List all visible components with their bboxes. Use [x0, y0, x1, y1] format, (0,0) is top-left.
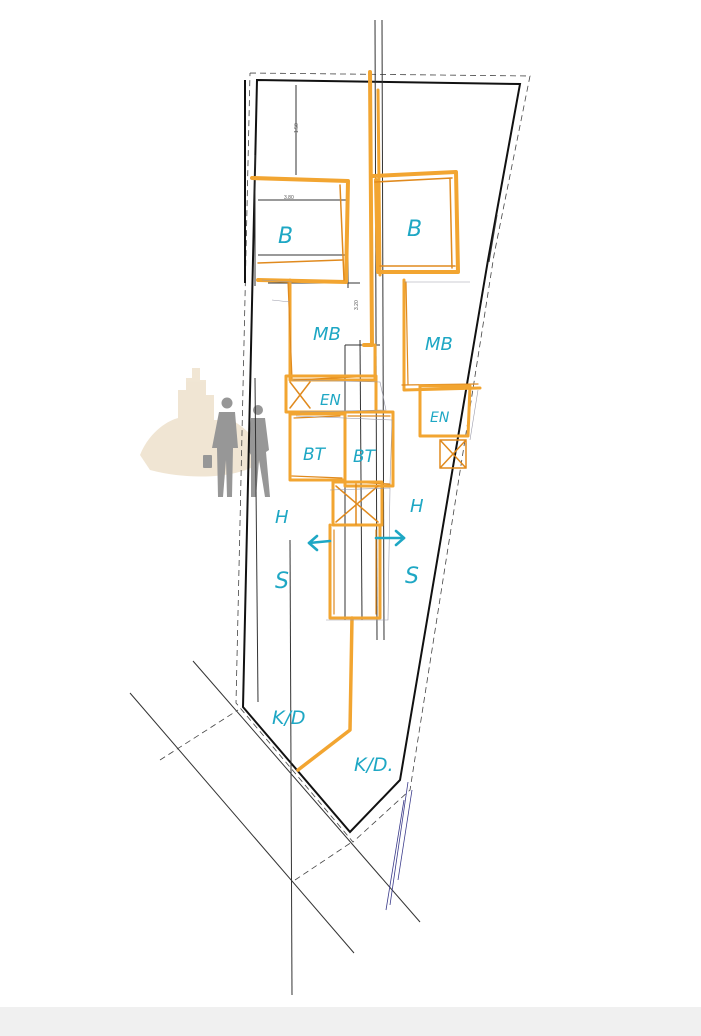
room-label-bedroom-left: B — [278, 224, 293, 249]
bottom-strip — [0, 1007, 701, 1036]
dimension-label-2: 3.80 — [284, 195, 294, 201]
room-label-stairs-right: S — [405, 564, 419, 589]
direction-arrows — [307, 529, 406, 552]
arrow-left-icon — [307, 534, 332, 552]
dimension-label-3: 3.20 — [354, 300, 360, 310]
room-label-stairs-left: S — [275, 569, 289, 594]
orange-room-outlines — [250, 70, 482, 772]
arrow-right-icon — [374, 529, 406, 547]
room-label-kitchen-dining-right: K/D. — [354, 754, 394, 776]
room-labels: B B MB MB EN EN BT BT H H S S K/D K/D. — [272, 217, 453, 776]
room-label-bathroom-right: MB — [425, 334, 453, 355]
room-label-bath-toilet-right: BT — [353, 447, 377, 467]
figure-silhouettes — [203, 397, 270, 497]
room-label-bathroom-left: MB — [313, 324, 341, 345]
dimension-labels: 1.50 3.80 3.20 — [284, 123, 360, 310]
room-label-hall-right: H — [410, 496, 424, 517]
dimension-label-1: 1.50 — [294, 123, 300, 133]
outer-walls — [235, 72, 531, 843]
room-label-ensuite-left: EN — [320, 391, 341, 409]
room-label-ensuite-right: EN — [430, 410, 450, 426]
room-label-bedroom-right: B — [407, 217, 422, 242]
room-label-hall-left: H — [275, 507, 289, 528]
pencil-scribbles — [261, 279, 479, 911]
room-label-bath-toilet-left: BT — [303, 445, 327, 465]
room-label-kitchen-dining-left: K/D — [272, 707, 306, 729]
watermark-logo — [140, 368, 270, 497]
